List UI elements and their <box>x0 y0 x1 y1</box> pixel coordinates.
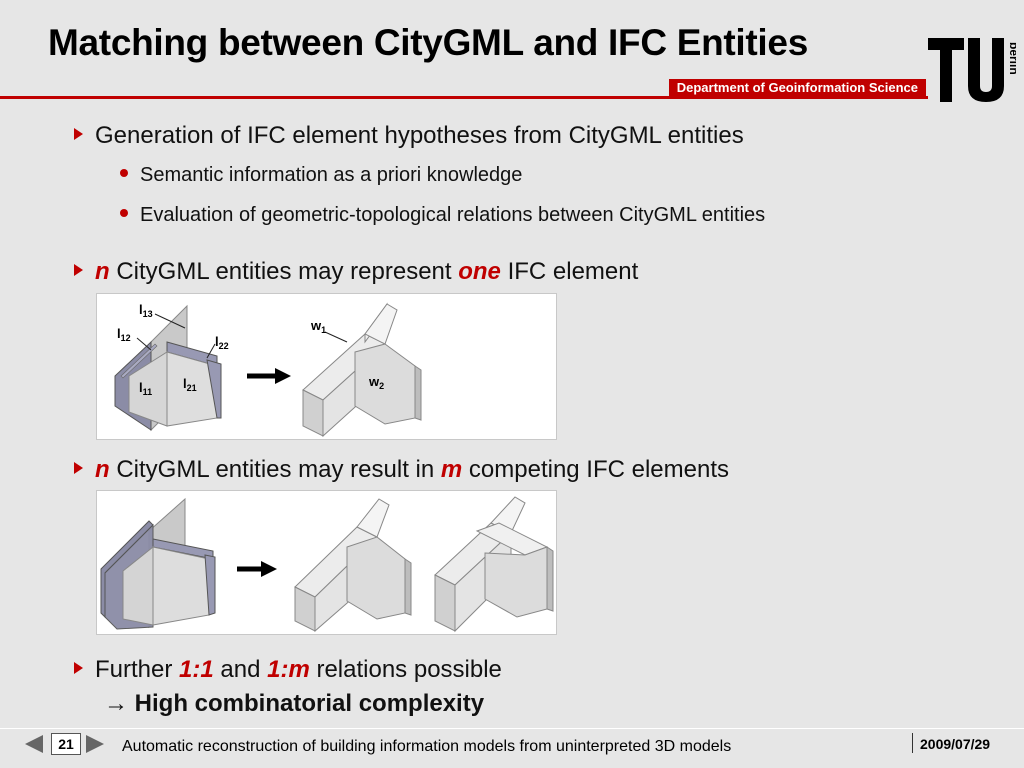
footer-separator <box>912 733 913 753</box>
svg-text:w2: w2 <box>368 374 384 391</box>
footer-title: Automatic reconstruction of building inf… <box>122 738 732 755</box>
bullet-n-to-m: n CityGML entities may result in m compe… <box>74 456 729 484</box>
red-triangle-icon <box>74 128 83 140</box>
header-rule <box>0 96 928 99</box>
svg-text:l12: l12 <box>117 326 131 343</box>
right-arrow-icon: → <box>104 690 135 717</box>
arrow-icon <box>261 561 277 577</box>
tu-berlin-logo: berlin <box>928 38 1016 102</box>
page-number: 21 <box>51 733 81 755</box>
bullet-further-relations: Further 1:1 and 1:m relations possible <box>74 656 502 684</box>
svg-text:w1: w1 <box>310 318 326 335</box>
arrow-icon <box>275 368 291 384</box>
bullet-generation: Generation of IFC element hypotheses fro… <box>74 122 744 150</box>
bullet-complexity-line: → High combinatorial complexity <box>104 690 485 717</box>
figure-n-to-one-svg: l13 l12 l22 l11 l21 w1 w2 <box>114 302 422 438</box>
red-triangle-icon <box>74 662 83 674</box>
logo-berlin-text: berlin <box>1007 42 1016 75</box>
sub-bullet-evaluation: Evaluation of geometric-topological rela… <box>120 204 765 227</box>
figure-n-to-m-svg <box>100 496 554 633</box>
figure-n-to-one: l13 l12 l22 l11 l21 w1 w2 <box>96 293 557 440</box>
department-banner: Department of Geoinformation Science <box>668 79 926 96</box>
red-triangle-icon <box>74 462 83 474</box>
svg-text:l13: l13 <box>139 302 153 319</box>
bullet-n-to-one: n CityGML entities may represent one IFC… <box>74 258 638 286</box>
svg-text:l21: l21 <box>183 376 197 393</box>
sub-bullet-semantic: Semantic information as a priori knowled… <box>120 164 522 187</box>
red-dot-icon <box>120 169 128 177</box>
footer-divider <box>0 728 1024 729</box>
red-dot-icon <box>120 209 128 217</box>
svg-text:l11: l11 <box>139 380 152 397</box>
footer-date: 2009/07/29 <box>920 736 991 752</box>
svg-text:l22: l22 <box>215 334 229 351</box>
previous-slide-icon[interactable] <box>25 735 43 753</box>
red-triangle-icon <box>74 264 83 276</box>
next-slide-icon[interactable] <box>86 735 104 753</box>
figure-n-to-m <box>96 490 557 635</box>
slide-title: Matching between CityGML and IFC Entitie… <box>48 22 808 63</box>
